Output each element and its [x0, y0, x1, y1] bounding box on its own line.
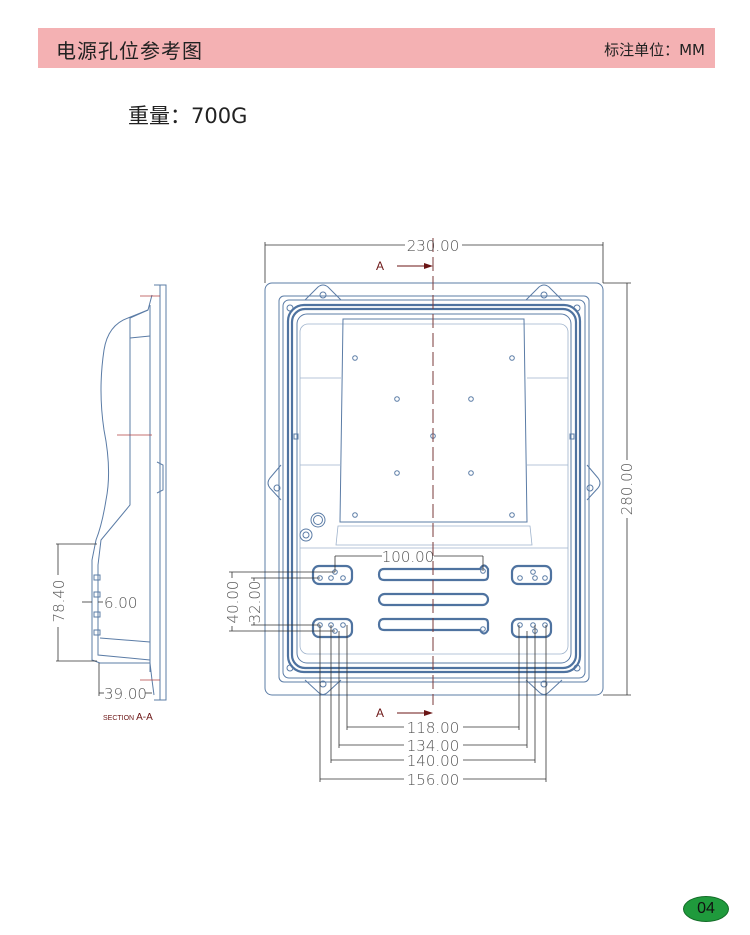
svg-text:134.00: 134.00: [407, 737, 460, 755]
front-view: A A 230.00 280.00 100.00: [224, 237, 636, 789]
dimension-width: 230.00: [264, 237, 604, 283]
mount-ear: [304, 284, 342, 301]
outer-plate: [264, 282, 604, 696]
svg-text:6.00: 6.00: [104, 594, 137, 612]
dimension-slot-span: 100.00: [334, 548, 484, 572]
svg-text:39.00: 39.00: [104, 685, 147, 703]
svg-text:78.40: 78.40: [50, 580, 68, 623]
section-marker-top: A: [376, 259, 433, 273]
mount-ear: [586, 464, 601, 501]
mount-ear: [525, 284, 563, 301]
unit-label: 标注单位：MM: [604, 41, 705, 59]
dimension-height: 280.00: [603, 282, 636, 696]
weight-label: 重量：700G: [128, 104, 248, 128]
center-panel: [339, 318, 528, 523]
mount-ear: [267, 464, 282, 501]
ground-symbol-icon: [310, 512, 326, 528]
section-marker-bottom: A: [376, 706, 433, 720]
svg-text:230.00: 230.00: [407, 237, 460, 255]
svg-text:A: A: [376, 259, 384, 273]
svg-text:118.00: 118.00: [407, 719, 460, 737]
gasket-channel: [286, 303, 582, 674]
svg-text:32.00: 32.00: [246, 581, 264, 624]
svg-text:40.00: 40.00: [224, 581, 242, 624]
mount-ear: [525, 679, 563, 695]
dimension-pad-spacing: 40.00 32.00: [224, 571, 335, 632]
mount-ear: [304, 679, 342, 695]
svg-text:100.00: 100.00: [382, 548, 435, 566]
header-banner: 电源孔位参考图 标注单位：MM: [38, 28, 715, 68]
svg-text:156.00: 156.00: [407, 771, 460, 789]
page-title: 电源孔位参考图: [56, 39, 203, 63]
mount-pads: [311, 564, 553, 639]
svg-text:140.00: 140.00: [407, 752, 460, 770]
svg-text:280.00: 280.00: [618, 463, 636, 516]
page-number-badge: 04: [683, 896, 729, 922]
svg-text:A: A: [376, 706, 384, 720]
dimension-hole-spacing: 118.00 134.00 140.00 156.00: [319, 625, 547, 789]
